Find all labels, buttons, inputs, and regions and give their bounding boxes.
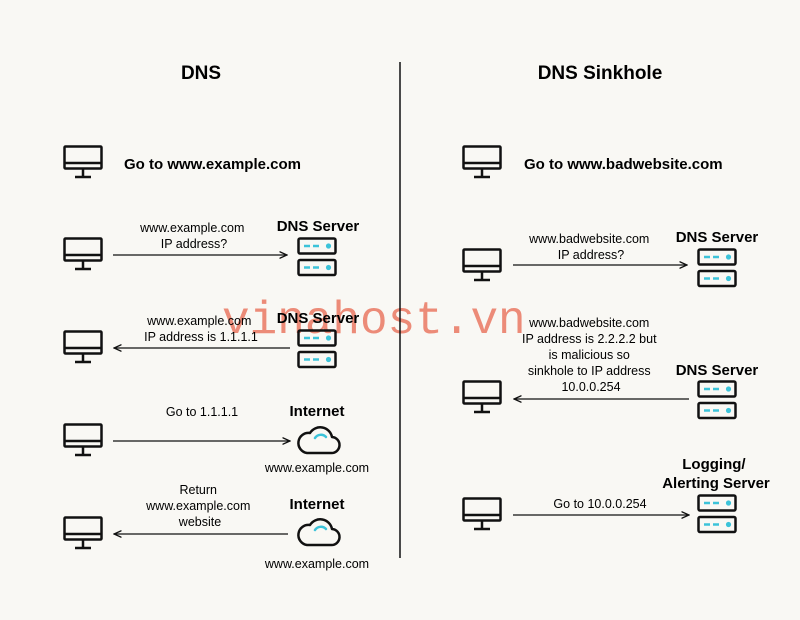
svg-text:www.badwebsite.com IP ad: www.badwebsite.com IP address is 2.2.2.2… <box>522 316 660 394</box>
server-icon <box>697 380 737 420</box>
right-step3-msg-line: IP address is 2.2.2.2 but <box>522 332 657 346</box>
watermark: vinahost.vn <box>222 295 526 347</box>
svg-text:Logging/ Alerting Server: Logging/ Alerting Server <box>662 456 770 492</box>
left-heading: DNS <box>181 63 221 84</box>
monitor-icon <box>63 237 103 271</box>
monitor-icon <box>462 145 502 179</box>
right-step1: Go to www.badwebsite.com <box>462 145 723 179</box>
left-step5-msg-line: www.example.com <box>145 499 250 513</box>
right-step4-server-label: Logging/ <box>682 456 746 473</box>
left-step5-msg-line: Return <box>179 483 217 497</box>
right-step2-server-label: DNS Server <box>676 229 759 246</box>
left-step4: Go to 1.1.1.1 Internet www.example.com <box>63 403 369 475</box>
left-step1: Go to www.example.com <box>63 145 301 179</box>
monitor-icon <box>63 145 103 179</box>
left-step4-server-label: Internet <box>289 403 344 420</box>
left-step4-caption: www.example.com <box>264 461 369 475</box>
server-icon <box>697 248 737 288</box>
right-step2-msg-line: IP address? <box>558 248 625 262</box>
cloud-icon <box>297 518 341 547</box>
svg-text:www.example.com IP addre: www.example.com IP address? <box>139 221 248 251</box>
left-step2-msg-line: www.example.com <box>139 221 244 235</box>
monitor-icon <box>462 248 502 282</box>
left-step3-msg-line: IP address is 1.1.1.1 <box>144 330 258 344</box>
right-step3-server-label: DNS Server <box>676 362 759 379</box>
left-step2-msg-line: IP address? <box>161 237 228 251</box>
right-step3-msg-line: 10.0.0.254 <box>561 380 620 394</box>
right-step3-msg-line: www.badwebsite.com <box>528 316 649 330</box>
right-heading: DNS Sinkhole <box>538 63 663 84</box>
monitor-icon <box>462 497 502 531</box>
left-step5-msg-line: website <box>178 515 221 529</box>
right-step3: www.badwebsite.com IP address is 2.2.2.2… <box>462 316 759 420</box>
left-step3-server-label: DNS Server <box>277 310 360 327</box>
right-step3-msg-line: is malicious so <box>549 348 630 362</box>
left-step3: www.example.com IP address is 1.1.1.1 DN… <box>63 310 360 369</box>
left-step1-text: Go to www.example.com <box>124 156 301 173</box>
right-step2: www.badwebsite.com IP address? DNS Serve… <box>462 229 759 288</box>
right-step4-msg-line: Go to 10.0.0.254 <box>553 497 646 511</box>
left-step5: Return www.example.com website Internet … <box>63 483 369 571</box>
monitor-icon <box>63 423 103 457</box>
monitor-icon <box>63 516 103 550</box>
server-icon <box>297 237 337 277</box>
cloud-icon <box>297 426 341 455</box>
left-step5-server-label: Internet <box>289 496 344 513</box>
left-step3-msg-line: www.example.com <box>146 314 251 328</box>
left-step2-server-label: DNS Server <box>277 218 360 235</box>
svg-text:Return www.example.com: Return www.example.com website <box>145 483 254 529</box>
left-step4-msg-line: Go to 1.1.1.1 <box>166 405 238 419</box>
left-step2: www.example.com IP address? DNS Server <box>63 218 360 277</box>
svg-text:www.badwebsite.com IP ad: www.badwebsite.com IP address? <box>528 232 653 262</box>
right-step2-msg-line: www.badwebsite.com <box>528 232 649 246</box>
right-step4: Go to 10.0.0.254 Logging/ Alerting Serve… <box>462 456 770 534</box>
svg-text:www.example.com IP addre: www.example.com IP address is 1.1.1.1 <box>144 314 258 344</box>
right-step1-text: Go to www.badwebsite.com <box>524 156 723 173</box>
right-step4-server-label: Alerting Server <box>662 475 770 492</box>
monitor-icon <box>462 380 502 414</box>
server-icon <box>697 494 737 534</box>
left-step5-caption: www.example.com <box>264 557 369 571</box>
right-step3-msg-line: sinkhole to IP address <box>528 364 651 378</box>
monitor-icon <box>63 330 103 364</box>
